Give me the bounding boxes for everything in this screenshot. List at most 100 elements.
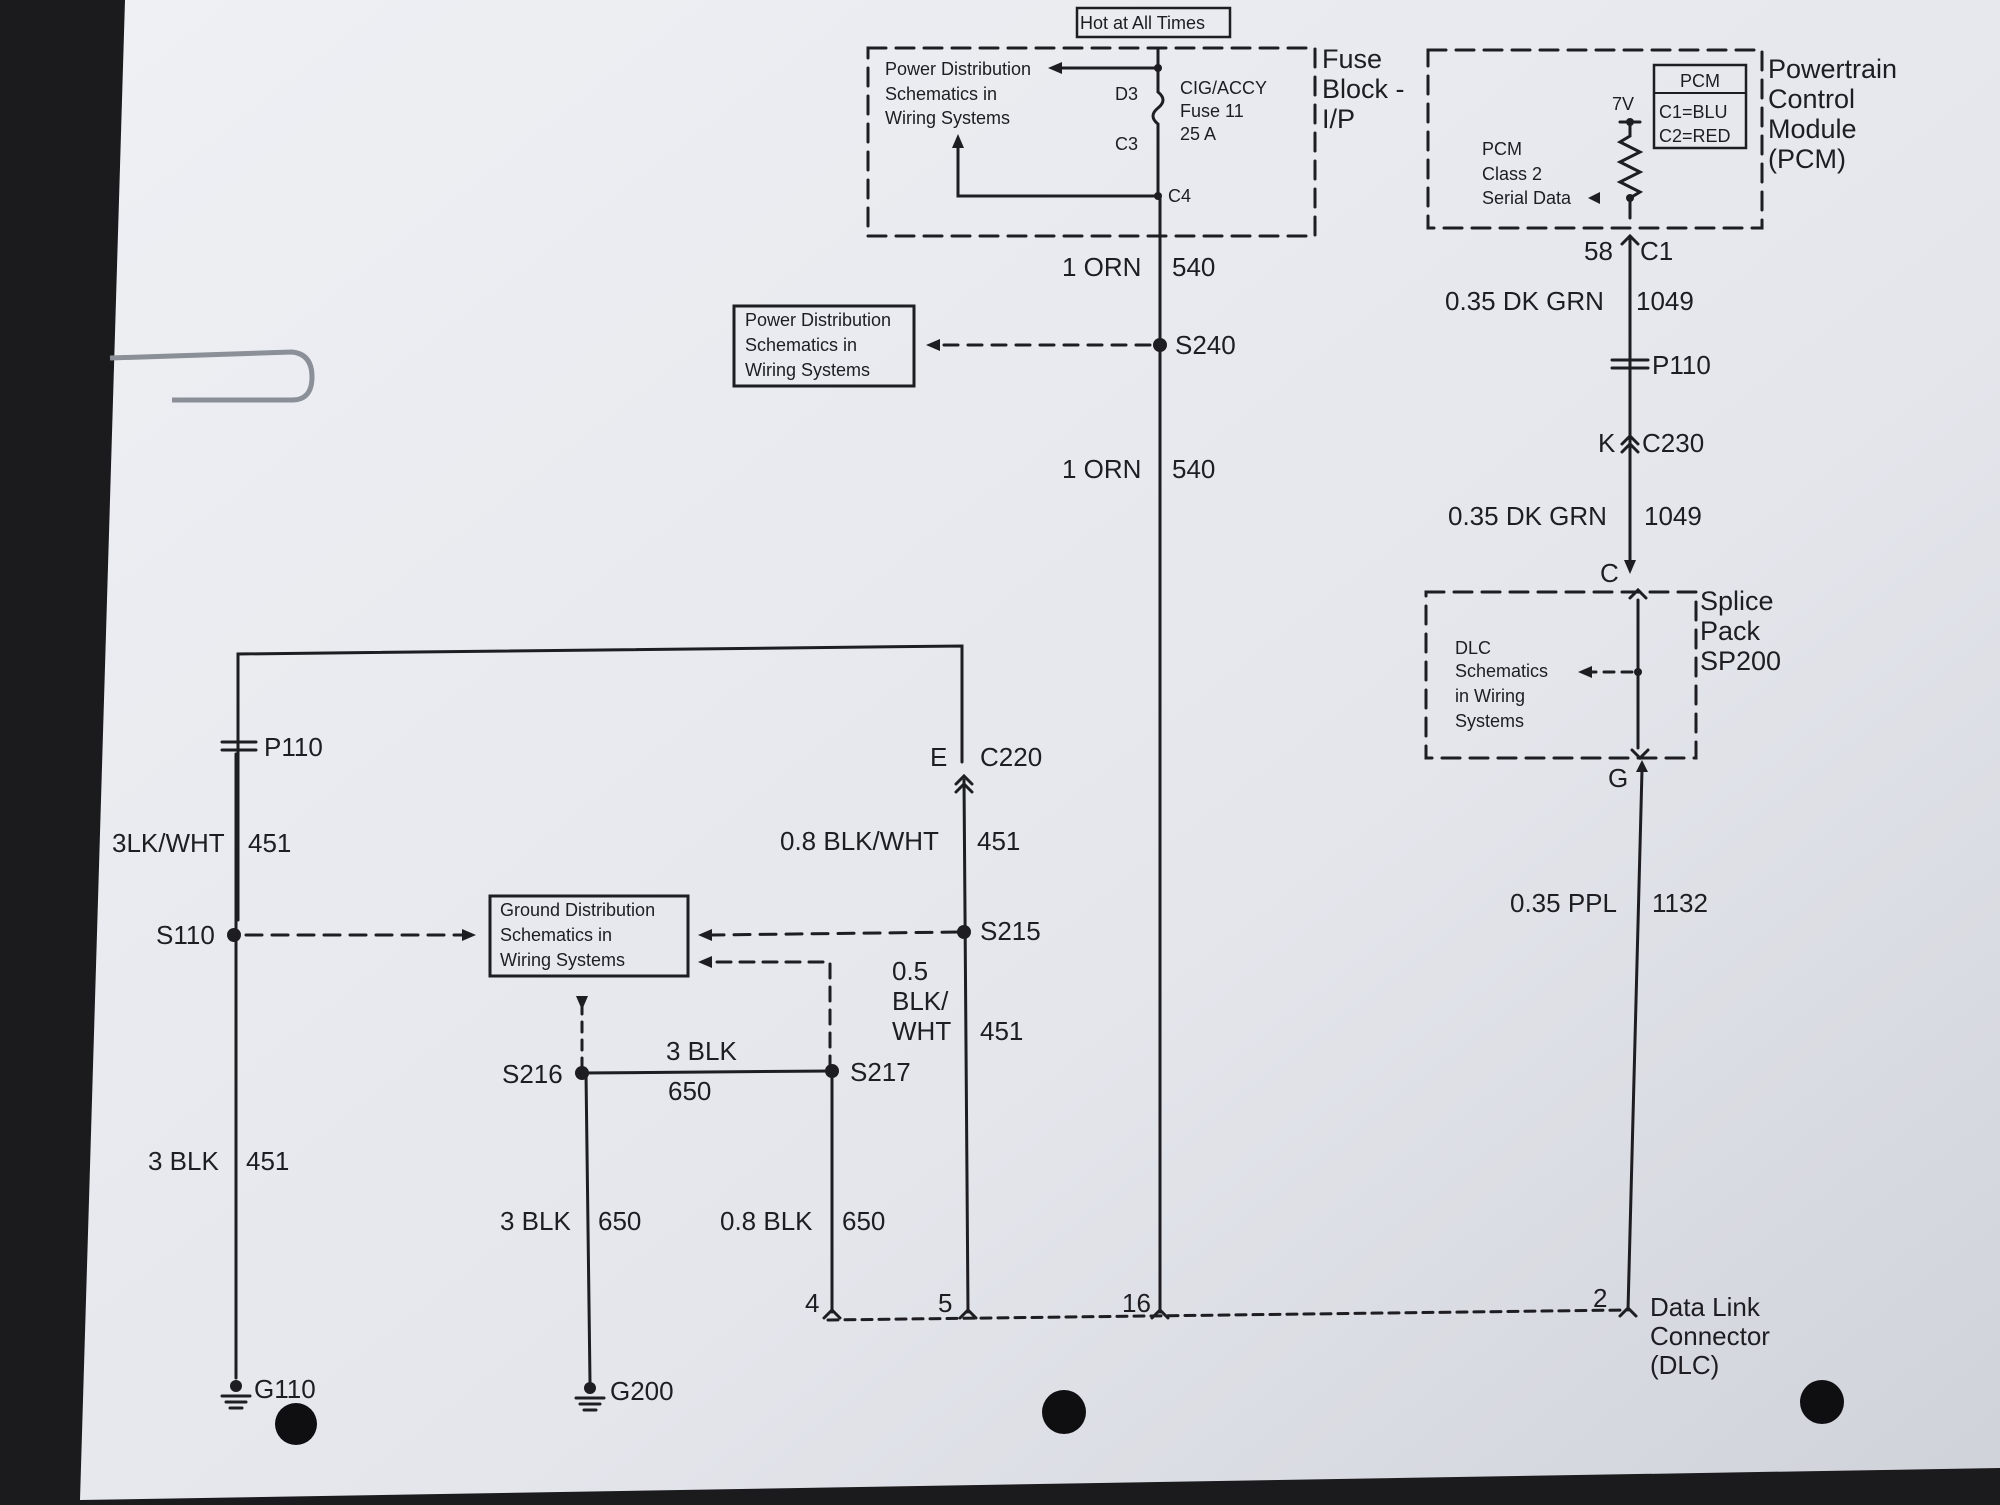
dlc-pin-2-icon [1618,1305,1638,1318]
inline-p110-right-label: P110 [1652,350,1711,380]
wire-540-top-circuit: 540 [1172,252,1215,282]
power-box-line3: Wiring Systems [745,360,870,380]
wire-650-right-color: 0.8 BLK [720,1206,813,1236]
fuse-block-title-line2: Block - [1322,74,1405,104]
wire-1049-b-color: 0.35 DK GRN [1448,501,1607,531]
splice-s217-label: S217 [850,1057,911,1087]
s215-reference-line [710,930,960,937]
arrow-icon [952,134,964,148]
pcm-voltage-label: 7V [1612,94,1634,114]
fuse-block-boundary [866,46,1317,238]
c230-pin-label: K [1598,428,1616,458]
dlc-name-line2: Connector [1650,1321,1770,1351]
punch-hole-icon [1042,1390,1086,1434]
paper-sheet [80,0,2000,1500]
fuse-pin-d3: D3 [1115,84,1138,104]
wire-451-dlc [962,778,970,1314]
arrow-icon [1048,62,1062,74]
ground-box-line3: Wiring Systems [500,950,625,970]
wire-451-right-top-color: 0.8 BLK/WHT [780,826,939,856]
wire-1132-color: 0.35 PPL [1510,888,1617,918]
splice-s216-dot [575,1066,589,1080]
wire-451-loop [236,644,964,922]
dlc-pin-4-icon [822,1307,842,1320]
arrow-icon [1588,192,1600,204]
arrow-icon [698,929,712,941]
splice-s216-label: S216 [502,1059,563,1089]
inline-p110-right-icon [1610,358,1650,370]
dlc-pin-4-label: 4 [805,1288,819,1318]
wire-650-left-color: 3 BLK [500,1206,571,1236]
fuse-power-ref-line3: Wiring Systems [885,108,1010,128]
ground-g110-label: G110 [254,1374,316,1404]
wire-451-right-bottom-color-line3: WHT [892,1016,951,1046]
fuse-pin-c4: C4 [1168,186,1191,206]
wire-1132 [1626,768,1644,1312]
dlc-pin-5-label: 5 [938,1288,952,1318]
fuse-power-ref-line2: Schematics in [885,84,997,104]
ground-g200-icon [574,1396,606,1412]
ground-box-line1: Ground Distribution [500,900,655,920]
splice-pin-in-label: C [1600,558,1619,588]
wire-650-between [580,1069,834,1075]
dlc-ref-line2: Schematics [1455,661,1548,681]
power-box-line2: Schematics in [745,335,857,355]
dlc-ref-line1: DLC [1455,638,1491,658]
splice-s110-label: S110 [156,920,215,950]
hot-at-all-times-label: Hot at All Times [1080,13,1205,33]
splice-in-connector-icon [1628,587,1648,600]
splice-pack-title-line2: Pack [1700,616,1761,646]
wire-650-right-circuit: 650 [842,1206,885,1236]
fuse-power-ref-line1: Power Distribution [885,59,1031,79]
splice-s215-dot [957,925,971,939]
wire-451-right-bottom-color-line1: 0.5 [892,956,928,986]
paper-clip-icon [109,349,315,403]
ground-box-line2: Schematics in [500,925,612,945]
splice-pack-title-line1: Splice [1700,586,1774,616]
splice-pack-boundary [1424,590,1698,760]
splice-s240-dot [1153,338,1167,352]
arrow-icon [1624,560,1636,574]
fuse-dot [1154,192,1162,200]
dlc-pin-16-label: 16 [1122,1288,1151,1318]
splice-s215-label: S215 [980,916,1041,946]
wire-1049-a-circuit: 1049 [1636,286,1694,316]
arrow-icon [576,996,588,1010]
s217-reference-line [710,960,832,1072]
pcm-dot [1626,194,1634,202]
arrow-icon [698,956,712,968]
fuse-block-title-line3: I/P [1322,104,1355,134]
inline-p110-left-label: P110 [264,732,323,762]
connector-c1-icon [1620,233,1640,246]
splice-pack-title-line3: SP200 [1700,646,1781,676]
punch-hole-icon [275,1403,317,1445]
ground-dot [230,1380,242,1392]
inline-p110-left-icon [220,740,258,752]
splice-s110-dot [227,928,241,942]
connector-c220-icon [954,773,974,786]
ground-g110-icon [220,1394,252,1410]
pcm-title-line2: Control [1768,84,1855,114]
ground-dot [584,1382,596,1394]
wire-451-left-top-color: 3LK/WHT [112,828,225,858]
pcm-title-line3: Module [1768,114,1857,144]
fuse-dot [1154,64,1162,72]
dlc-pin-5-icon [958,1307,978,1320]
fuse-loop-line [956,143,1160,198]
wire-540-bottom-circuit: 540 [1172,454,1215,484]
punch-hole-icon [1800,1380,1844,1424]
splice-pack-dot [1634,668,1642,676]
wire-650-left-circuit: 650 [598,1206,641,1236]
pcm-connector-label: C1 [1640,236,1673,266]
wire-1132-circuit: 1132 [1652,888,1708,918]
arrow-icon [1636,760,1648,772]
wire-1049-b-circuit: 1049 [1644,501,1702,531]
wire-540-bottom-color: 1 ORN [1062,454,1141,484]
fuse-name-line3: 25 A [1180,124,1216,144]
splice-s217-dot [825,1064,839,1078]
pull-up-resistor-icon [1616,120,1644,220]
pcm-legend-line3: C2=RED [1659,126,1731,146]
wire-650-between-circuit: 650 [668,1076,711,1106]
